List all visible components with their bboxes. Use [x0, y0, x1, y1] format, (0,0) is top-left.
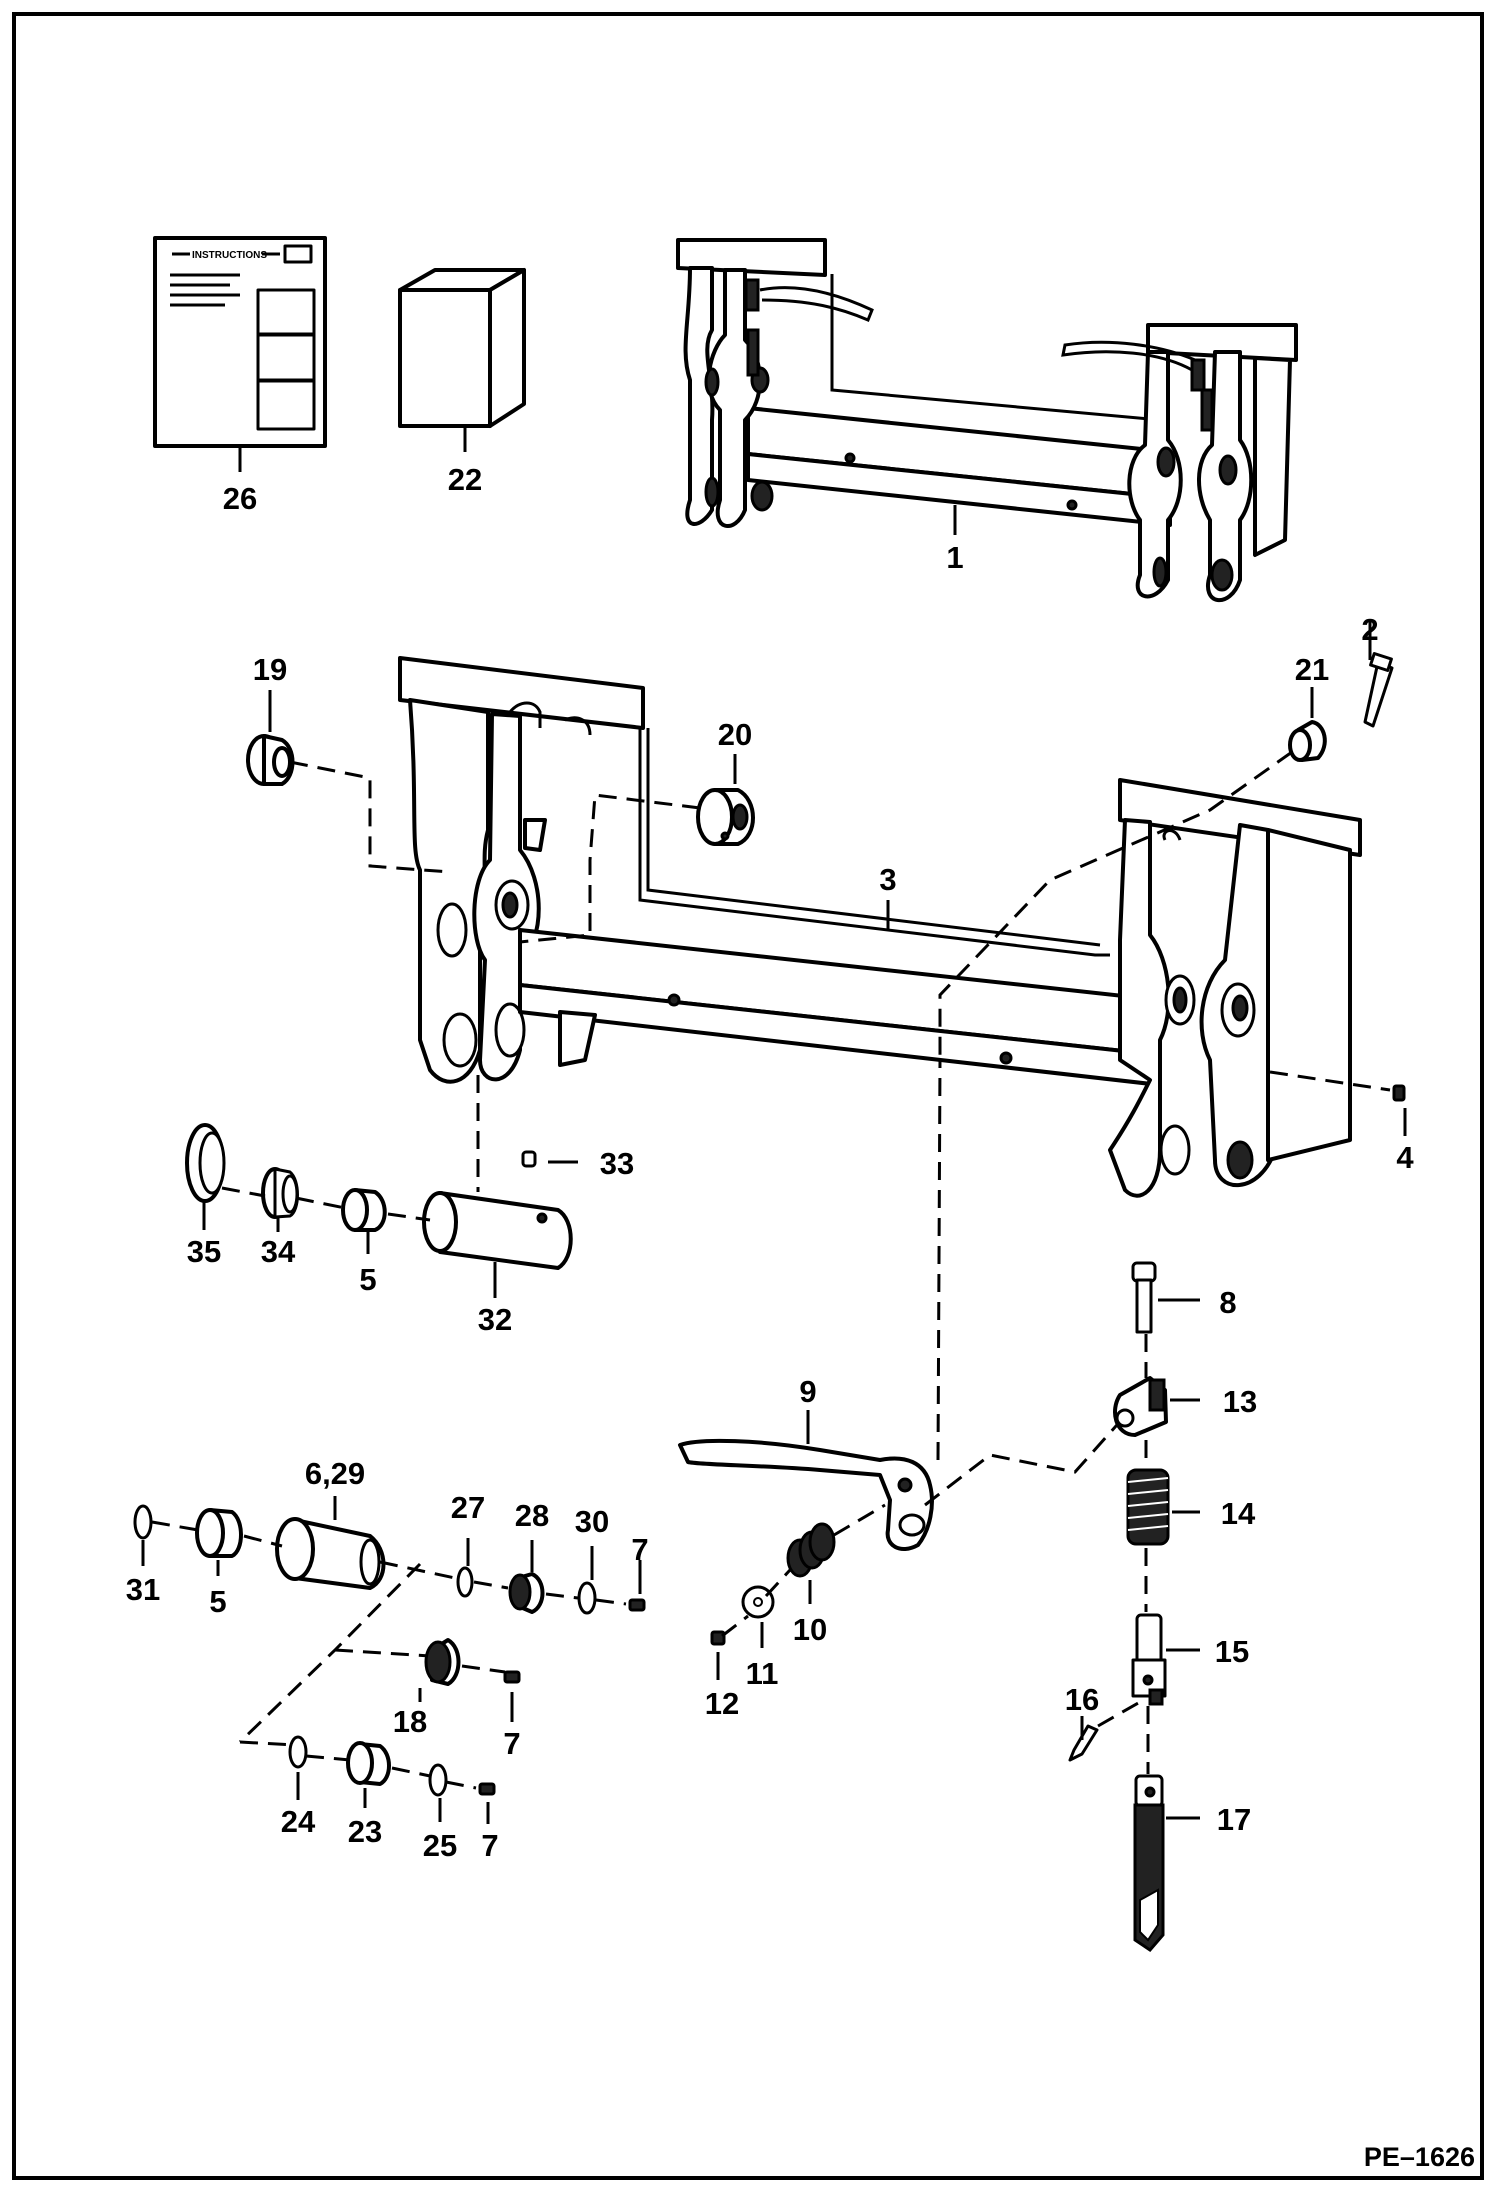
part-13-block: [1113, 1376, 1168, 1437]
callout-19: 19: [253, 652, 287, 687]
part-16-roll-pin: [1068, 1724, 1099, 1762]
reference-code: PE–1626: [1364, 2142, 1475, 2172]
part-24-ring: [288, 1735, 308, 1769]
callout-10: 10: [793, 1612, 827, 1647]
callout-2: 2: [1361, 612, 1378, 647]
callout-7c: 7: [481, 1828, 498, 1863]
part-7-fitting-c: [478, 1782, 496, 1796]
part-20-collar: [696, 788, 755, 846]
callout-22: 22: [448, 462, 482, 497]
callout-32: 32: [478, 1302, 512, 1337]
callout-30: 30: [575, 1504, 609, 1539]
callout-12: 12: [705, 1686, 739, 1721]
part-10-spring: [786, 1522, 836, 1578]
part-22-box: [398, 268, 526, 428]
part-27-ring: [456, 1566, 474, 1598]
part-25-ring: [428, 1763, 448, 1797]
part-21-nut: [1288, 720, 1327, 762]
part-17-latch-pin: [1133, 1774, 1165, 1952]
part-5-bushing-upper: [341, 1188, 387, 1232]
part-7-fitting-a: [628, 1598, 646, 1612]
callout-21: 21: [1295, 652, 1329, 687]
callout-7a: 7: [631, 1532, 648, 1567]
part-35-seal: [185, 1123, 226, 1203]
callout-20: 20: [718, 717, 752, 752]
callout-31: 31: [126, 1572, 160, 1607]
callout-28: 28: [515, 1498, 549, 1533]
callout-8: 8: [1219, 1285, 1236, 1320]
part-19-bushing: [246, 734, 295, 786]
part-31-ring: [133, 1504, 153, 1540]
part-4-fitting: [1392, 1084, 1406, 1102]
callout-5a: 5: [359, 1262, 376, 1297]
part-30-ring: [577, 1581, 597, 1615]
callout-34: 34: [261, 1234, 296, 1269]
part-32-pin: [422, 1191, 573, 1270]
part-33-fitting: [521, 1150, 537, 1168]
part-3-frame: [398, 656, 1362, 1198]
callout-18: 18: [393, 1704, 427, 1739]
part-6-29-sleeve: [275, 1517, 386, 1590]
callout-4: 4: [1396, 1140, 1414, 1175]
part-9-handle: [678, 1438, 934, 1551]
part-26-instruction-sheet: INSTRUCTIONS: [153, 236, 327, 448]
diagram-border: [12, 12, 1484, 2180]
part-1-frame-assembly: [676, 238, 1298, 602]
part-15-clevis: [1131, 1613, 1167, 1706]
callout-1: 1: [946, 540, 963, 575]
callout-35: 35: [187, 1234, 221, 1269]
callout-27: 27: [451, 1490, 485, 1525]
part-18-bushing: [424, 1638, 461, 1686]
part-23-bushing: [346, 1741, 391, 1786]
callout-26: 26: [223, 481, 257, 516]
part-2-bolt: [1363, 652, 1394, 728]
callout-16: 16: [1065, 1682, 1099, 1717]
callout-14: 14: [1221, 1496, 1256, 1531]
callout-9: 9: [799, 1374, 816, 1409]
part-28-bushing: [508, 1572, 545, 1614]
part-14-spring: [1126, 1468, 1170, 1546]
callout-17: 17: [1217, 1802, 1251, 1837]
callout-24: 24: [281, 1804, 316, 1839]
callout-6-29: 6,29: [305, 1456, 365, 1491]
callout-7b: 7: [503, 1726, 520, 1761]
callout-11: 11: [746, 1656, 779, 1691]
part-8-pin: [1131, 1261, 1157, 1334]
part-12-nut: [710, 1630, 726, 1646]
callout-3: 3: [879, 862, 896, 897]
part-34-ring: [261, 1167, 299, 1219]
callout-25: 25: [423, 1828, 457, 1863]
callout-5b: 5: [209, 1584, 226, 1619]
callout-23: 23: [348, 1814, 382, 1849]
part-5-bushing-lower: [195, 1508, 243, 1558]
callout-33: 33: [600, 1146, 634, 1181]
part-7-fitting-b: [503, 1670, 521, 1684]
callout-13: 13: [1223, 1384, 1257, 1419]
callout-15: 15: [1215, 1634, 1249, 1669]
instruction-sheet-heading: INSTRUCTIONS: [192, 250, 267, 261]
